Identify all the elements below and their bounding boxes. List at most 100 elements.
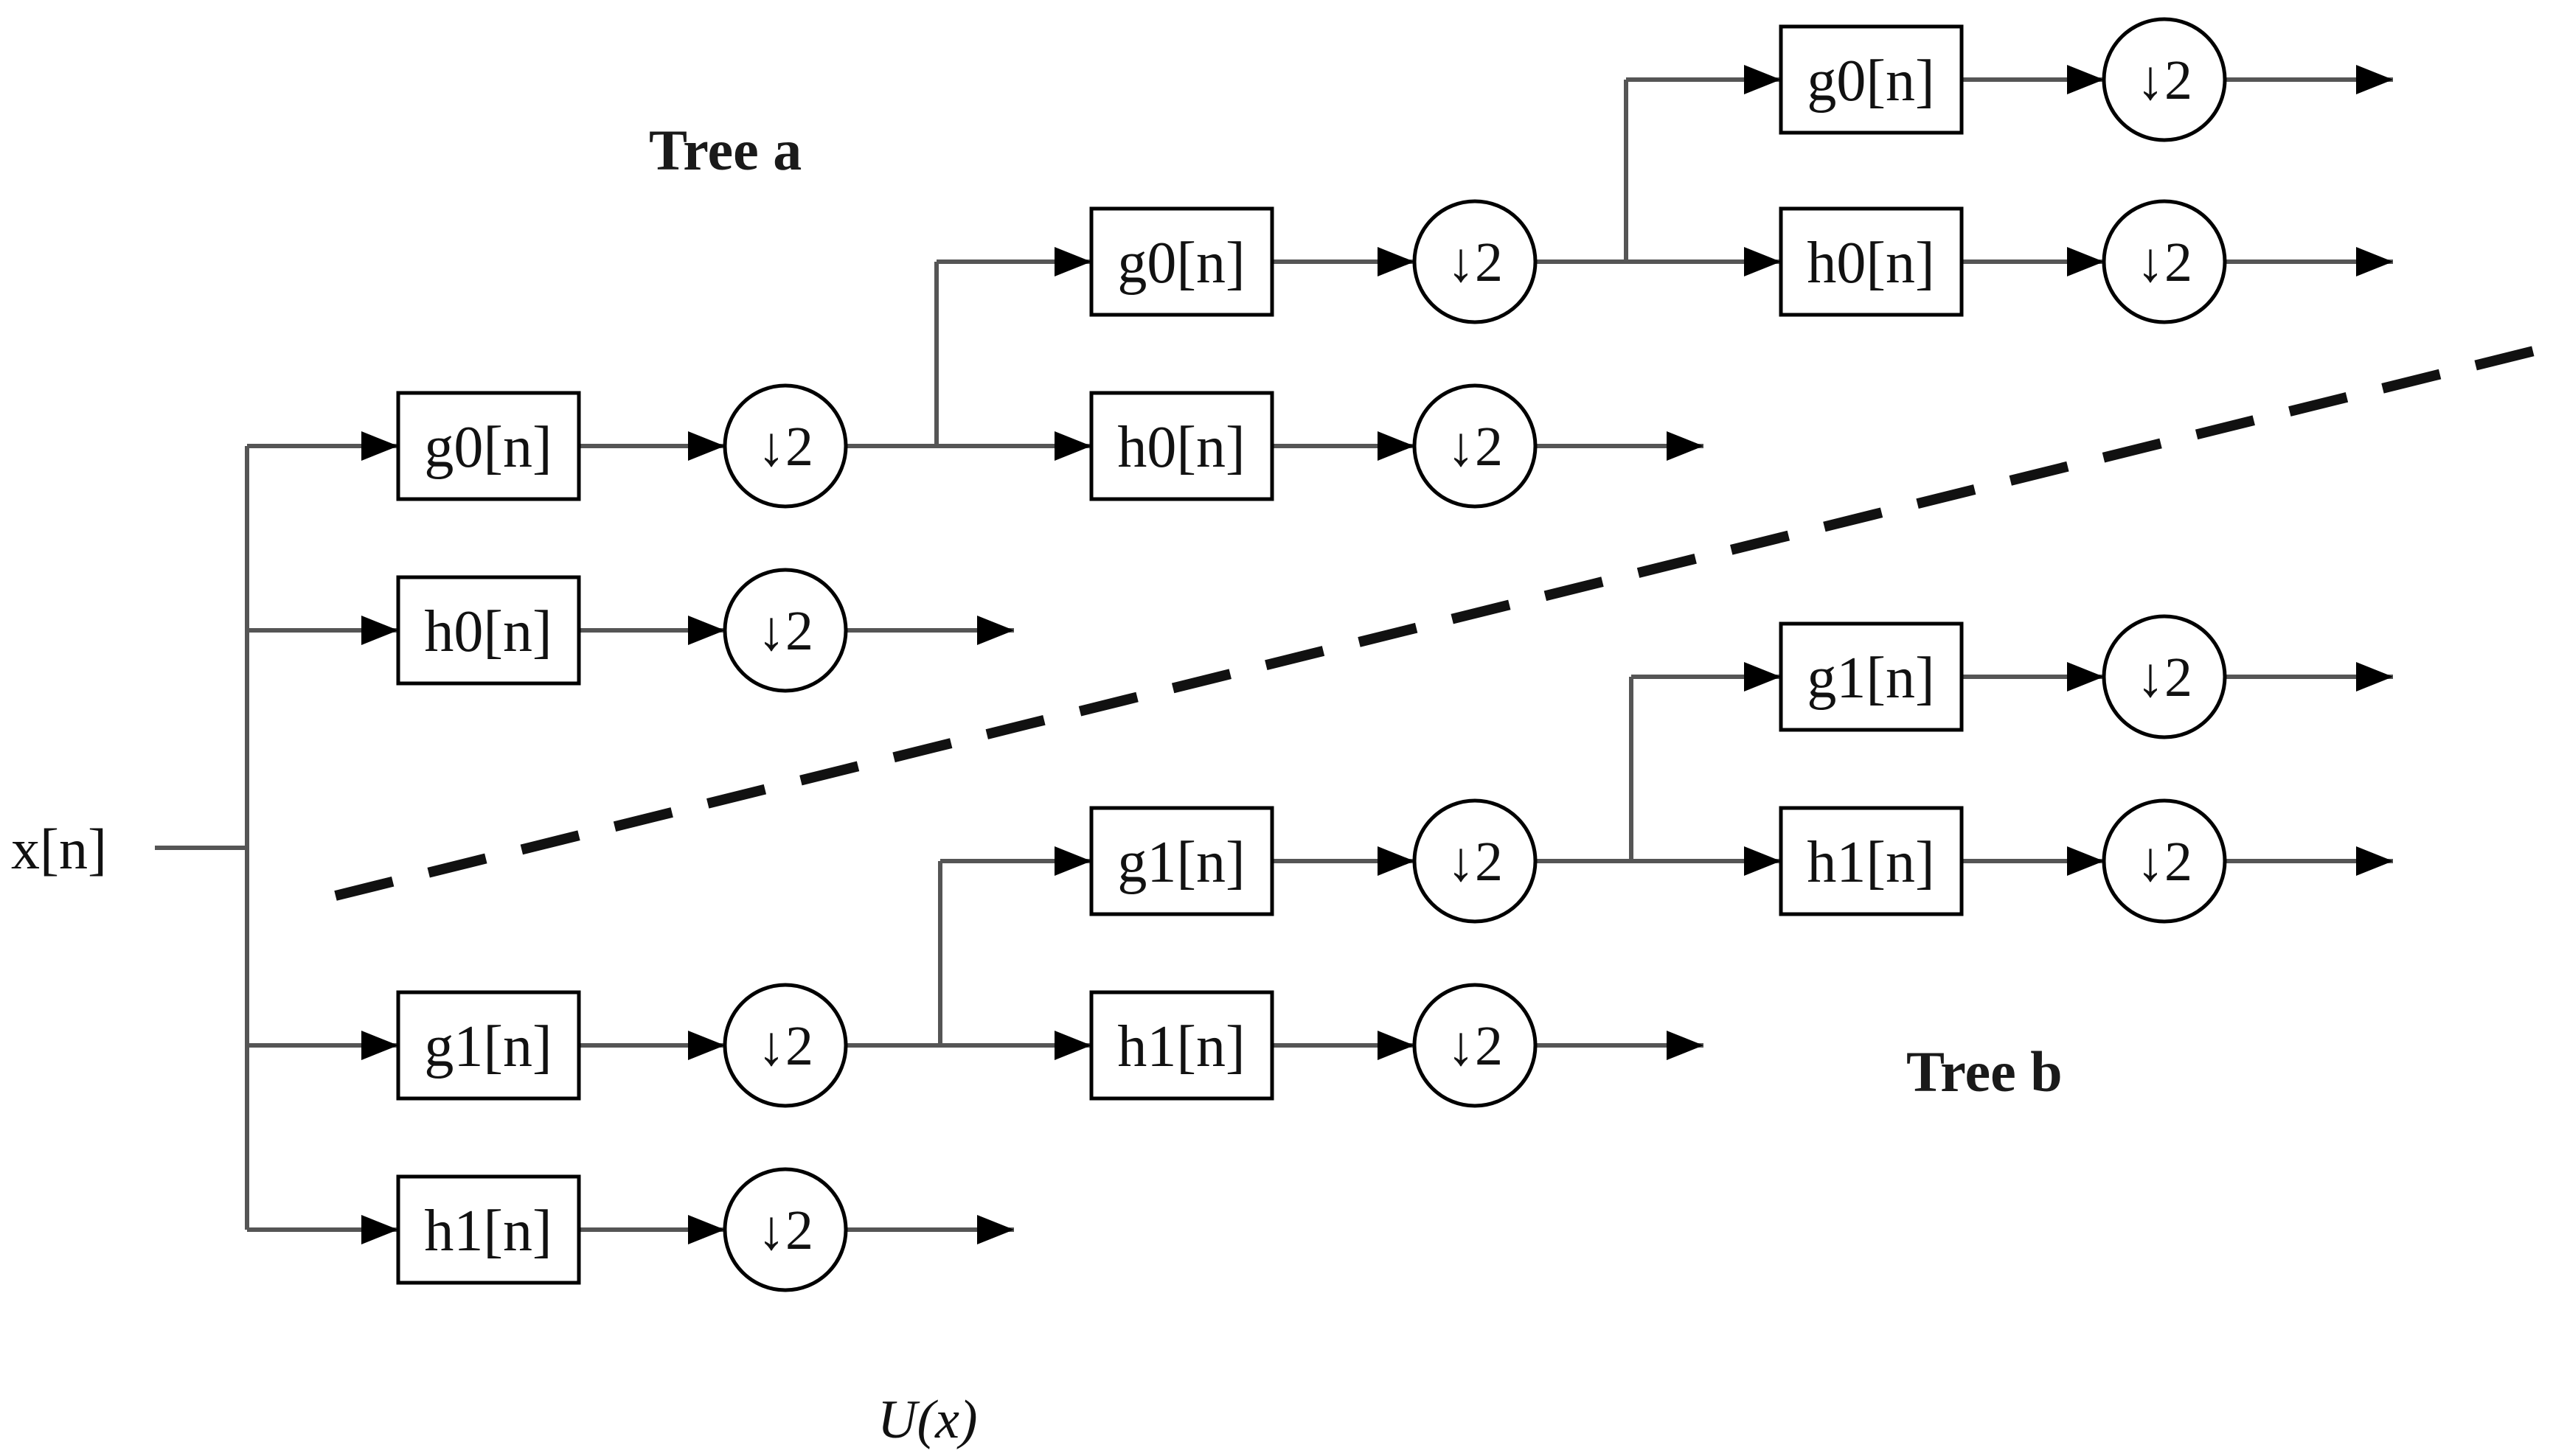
tree-a-l3-g-downsample: ↓2 xyxy=(2102,17,2227,142)
tree-b-l2-h-filter-label: h1[n] xyxy=(1117,1014,1245,1079)
tree-b-l3-g-output-arrow xyxy=(2356,662,2393,692)
tree-a-l3-h-input-arrow xyxy=(1744,247,1781,276)
signal-arrowheads xyxy=(361,65,2393,1244)
tree-a-l2-h-filter-box xyxy=(1089,391,1274,501)
tree-a-l3-g-downsample-circle xyxy=(2102,17,2227,142)
tree-b-l2-g-filter-box xyxy=(1089,806,1274,916)
tree-b-l2-h-downsample: ↓2 xyxy=(1412,983,1538,1108)
tree-a-l1-g-input-arrow xyxy=(361,431,398,461)
tree-a-l1-h-filter-label: h0[n] xyxy=(424,599,552,664)
tree-b-l2-h-input-arrow xyxy=(1055,1031,1091,1060)
tree-b-l1-h-filter-box xyxy=(396,1174,581,1285)
tree-a-l2-g-arrow-to-downsample xyxy=(1378,247,1414,276)
tree-a-l1-g-filter-box xyxy=(396,391,581,501)
tree-b-l2-h-filter: h1[n] xyxy=(1089,990,1274,1101)
tree-a-l3-h-filter: h0[n] xyxy=(1779,206,1964,317)
tree-b-l2-h-downsample-circle xyxy=(1412,983,1538,1108)
tree-a-l2-h-output-arrow xyxy=(1667,431,1703,461)
tree-b-l3-g-filter-box xyxy=(1779,621,1964,732)
tree-a-l2-h-filter-label: h0[n] xyxy=(1117,415,1245,480)
tree-a-l1-g-downsample-label: ↓2 xyxy=(757,416,813,478)
tree-b-l1-h-downsample-circle xyxy=(723,1167,848,1292)
tree-b-l2-h-output-arrow xyxy=(1667,1031,1703,1060)
tree-b-l1-g-filter: g1[n] xyxy=(396,990,581,1101)
tree-b-l3-h-filter-box xyxy=(1779,806,1964,916)
tree-b-l1-h-downsample: ↓2 xyxy=(723,1167,848,1292)
tree-b-l1-g-arrow-to-downsample xyxy=(688,1031,725,1060)
tree-b-l1-g-downsample-label: ↓2 xyxy=(757,1015,813,1077)
tree-a-l3-g-output-arrow xyxy=(2356,65,2393,94)
tree-a-l3-h-filter-label: h0[n] xyxy=(1807,231,1934,296)
tree-a-l2-g-input-arrow xyxy=(1055,247,1091,276)
tree-b-l1-g-downsample: ↓2 xyxy=(723,983,848,1108)
tree-b-l2-h-downsample-label: ↓2 xyxy=(1447,1015,1503,1077)
tree-b-l3-g-arrow-to-downsample xyxy=(2067,662,2104,692)
tree-b-l1-g-input-arrow xyxy=(361,1031,398,1060)
tree-a-l2-h-arrow-to-downsample xyxy=(1378,431,1414,461)
tree-a-l2-g-filter-label: g0[n] xyxy=(1117,231,1245,296)
tree-a-l1-h-downsample-circle xyxy=(723,568,848,693)
tree-a-l1-h-arrow-to-downsample xyxy=(688,616,725,645)
tree-b-l3-g-input-arrow xyxy=(1744,662,1781,692)
tree-b-l1-h-filter: h1[n] xyxy=(396,1174,581,1285)
tree-a-l2-g-filter-box xyxy=(1089,206,1274,317)
tree-b-l2-g-downsample-circle xyxy=(1412,798,1538,924)
figure-caption: U(x) xyxy=(878,1390,978,1450)
tree-b-l2-g-downsample: ↓2 xyxy=(1412,798,1538,924)
tree-a-l2-h-downsample-circle xyxy=(1412,383,1538,509)
tree-a-l3-h-filter-box xyxy=(1779,206,1964,317)
tree-a-l2-h-downsample-label: ↓2 xyxy=(1447,416,1503,478)
tree-a-l2-g-downsample-circle xyxy=(1412,199,1538,324)
tree-b-l2-h-arrow-to-downsample xyxy=(1378,1031,1414,1060)
tree-b-l3-h-filter: h1[n] xyxy=(1779,806,1964,916)
tree-b-l2-g-input-arrow xyxy=(1055,846,1091,876)
tree-a-l3-g-input-arrow xyxy=(1744,65,1781,94)
tree-a-l1-h-filter: h0[n] xyxy=(396,575,581,686)
tree-a-l3-g-filter-label: g0[n] xyxy=(1807,49,1934,114)
tree-a-l1-h-downsample: ↓2 xyxy=(723,568,848,693)
tree-a-l3-g-arrow-to-downsample xyxy=(2067,65,2104,94)
tree-b-l3-h-downsample: ↓2 xyxy=(2102,798,2227,924)
tree-b-l2-g-arrow-to-downsample xyxy=(1378,846,1414,876)
tree-b-title: Tree b xyxy=(1906,1039,2063,1104)
tree-a-l2-g-downsample-label: ↓2 xyxy=(1447,231,1503,293)
tree-a-l2-h-filter: h0[n] xyxy=(1089,391,1274,501)
tree-a-l3-g-filter-box xyxy=(1779,24,1964,135)
tree-a-l3-h-output-arrow xyxy=(2356,247,2393,276)
tree-a-l3-h-downsample-label: ↓2 xyxy=(2136,231,2192,293)
tree-a-l2-h-input-arrow xyxy=(1055,431,1091,461)
tree-b-l3-h-arrow-to-downsample xyxy=(2067,846,2104,876)
tree-a-l3-g-downsample-label: ↓2 xyxy=(2136,49,2192,111)
tree-b-l3-h-downsample-circle xyxy=(2102,798,2227,924)
tree-a-title: Tree a xyxy=(649,118,802,182)
tree-b-l1-g-filter-box xyxy=(396,990,581,1101)
tree-b-l3-h-filter-label: h1[n] xyxy=(1807,830,1934,895)
tree-b-l1-g-downsample-circle xyxy=(723,983,848,1108)
tree-b-l1-h-downsample-label: ↓2 xyxy=(757,1199,813,1261)
tree-a-l2-h-downsample: ↓2 xyxy=(1412,383,1538,509)
tree-a-l2-g-filter: g0[n] xyxy=(1089,206,1274,317)
tree-a-l3-h-downsample-circle xyxy=(2102,199,2227,324)
processing-blocks: g0[n]↓2h0[n]↓2g0[n]↓2h0[n]↓2g0[n]↓2h0[n]… xyxy=(396,17,2227,1292)
tree-b-l2-g-filter-label: g1[n] xyxy=(1117,830,1245,895)
tree-a-l1-g-arrow-to-downsample xyxy=(688,431,725,461)
tree-b-l3-g-downsample-circle xyxy=(2102,614,2227,739)
tree-a-l3-g-filter: g0[n] xyxy=(1779,24,1964,135)
tree-b-l2-h-filter-box xyxy=(1089,990,1274,1101)
tree-b-l1-h-input-arrow xyxy=(361,1215,398,1244)
tree-a-l1-h-output-arrow xyxy=(977,616,1014,645)
tree-b-l3-h-output-arrow xyxy=(2356,846,2393,876)
tree-b-l3-h-downsample-label: ↓2 xyxy=(2136,831,2192,893)
tree-b-l1-h-output-arrow xyxy=(977,1215,1014,1244)
tree-b-l1-h-arrow-to-downsample xyxy=(688,1215,725,1244)
tree-a-l1-h-input-arrow xyxy=(361,616,398,645)
tree-b-l3-g-filter: g1[n] xyxy=(1779,621,1964,732)
tree-a-l1-g-downsample-circle xyxy=(723,383,848,509)
tree-b-l3-g-filter-label: g1[n] xyxy=(1807,646,1934,711)
tree-a-l3-h-arrow-to-downsample xyxy=(2067,247,2104,276)
input-signal-label: x[n] xyxy=(11,817,107,881)
tree-b-l3-g-downsample-label: ↓2 xyxy=(2136,647,2192,708)
tree-a-l3-h-downsample: ↓2 xyxy=(2102,199,2227,324)
tree-b-l1-h-filter-label: h1[n] xyxy=(424,1199,552,1264)
